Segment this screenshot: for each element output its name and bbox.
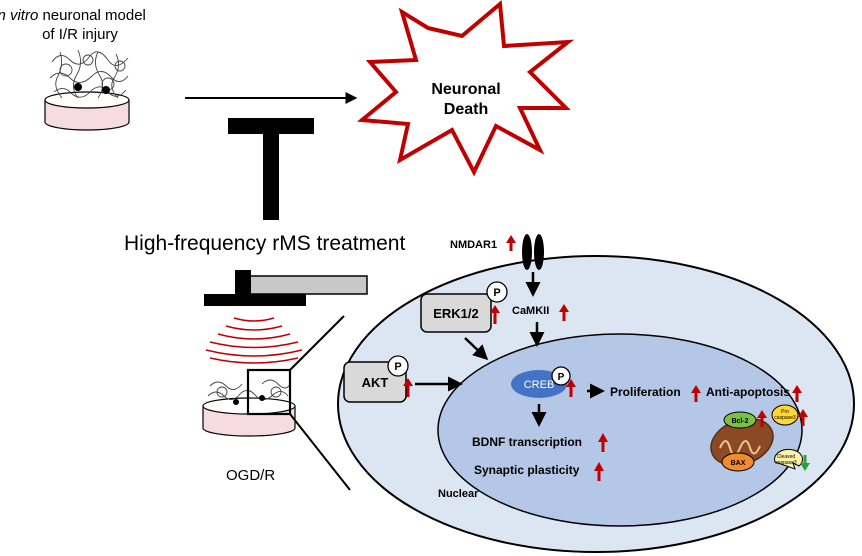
bcl2-label: Bcl-2 (731, 418, 748, 425)
up-arrow-icon (792, 385, 802, 402)
culture-dish-top (44, 49, 130, 131)
nmdar1-channel (522, 234, 544, 270)
bdnf-label: BDNF transcription (472, 435, 582, 449)
up-arrow-icon (566, 379, 576, 397)
erk-to-creb-arrow (464, 337, 489, 361)
death-label-line1: Neuronal (431, 81, 500, 98)
up-arrow-icon (691, 385, 701, 402)
neuronal-death-burst (356, 0, 575, 177)
up-arrow-icon (594, 462, 604, 481)
creb-label: CREB (524, 379, 555, 391)
phospho-label: P (558, 372, 565, 383)
erk-label: ERK1/2 (433, 306, 479, 321)
proliferation-label: Proliferation (610, 385, 681, 399)
up-arrow-icon (757, 410, 767, 427)
bax-label: BAX (731, 460, 746, 467)
phospho-marker (387, 355, 409, 377)
up-arrow-icon (490, 305, 500, 324)
phospho-label: P (493, 287, 500, 299)
model-title-line2: of I/R injury (42, 26, 118, 43)
anti-apoptosis-label: Anti-apoptosis (706, 385, 790, 399)
akt-label: AKT (362, 375, 389, 390)
zoom-line-bottom (289, 413, 351, 491)
up-arrow-icon (559, 304, 569, 321)
camkii-label: CaMKII (512, 305, 549, 317)
down-arrow-icon (800, 455, 810, 471)
pro-caspase3-label-line1: Pro (781, 409, 789, 415)
cleaved-caspase3-label-line1: Cleaved (777, 454, 796, 460)
cleaved-caspase3-label-line2: caspase3 (775, 460, 797, 466)
bcl2-node (723, 411, 757, 429)
up-arrow-icon (403, 378, 413, 397)
zoom-box (246, 368, 292, 416)
model-title-line1: in vitro neuronal model (0, 7, 146, 24)
up-arrow-icon (598, 433, 608, 452)
phospho-label: P (394, 361, 401, 373)
cleaved-caspase3-node (774, 448, 803, 470)
zoom-line-top (289, 315, 345, 371)
inhibition-stem (263, 130, 279, 220)
nmdar1-label: NMDAR1 (450, 239, 497, 251)
inhibition-bar (228, 118, 314, 134)
synaptic-label: Synaptic plasticity (474, 463, 580, 477)
bax-node (721, 452, 755, 472)
magnetic-coil (204, 270, 368, 306)
neuron-nucleus-dot (74, 83, 82, 91)
condition-label: OGD/R (226, 467, 275, 484)
magnetic-waves (205, 317, 303, 364)
neuron-network (49, 49, 129, 99)
neuron-nucleus-dot (102, 86, 110, 94)
phospho-marker (486, 281, 508, 303)
culture-dish-bottom (202, 368, 296, 437)
up-arrow-icon (506, 235, 516, 251)
up-arrow-icon (798, 409, 808, 426)
pro-caspase3-node (771, 404, 799, 426)
pro-caspase3-label-line2: caspase3 (774, 415, 796, 421)
phospho-marker (551, 366, 571, 386)
treatment-label: High-frequency rMS treatment (124, 232, 405, 255)
death-label-line2: Death (444, 101, 488, 118)
nucleus-label: Nuclear (438, 488, 479, 500)
